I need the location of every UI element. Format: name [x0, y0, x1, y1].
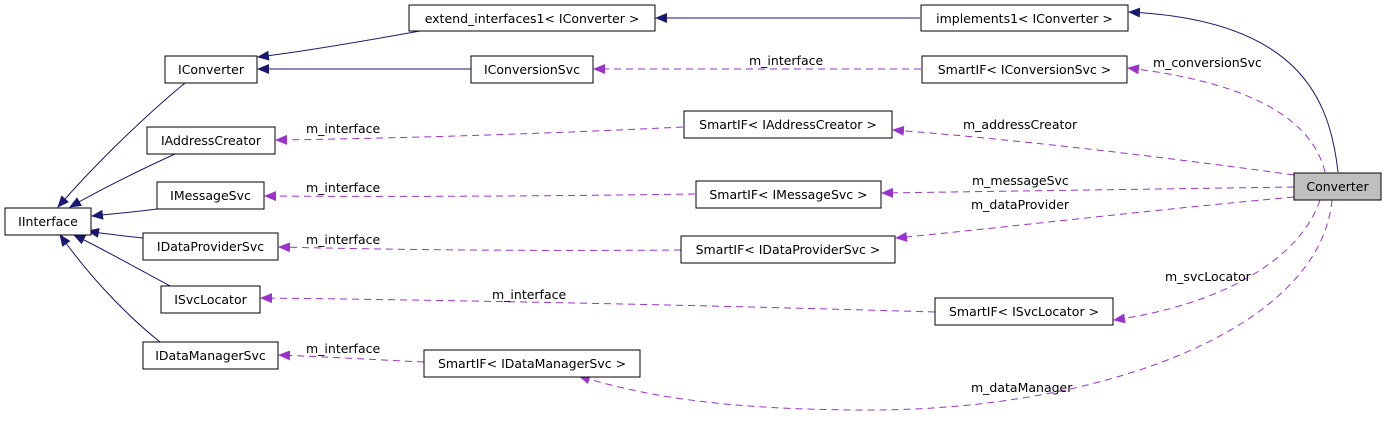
- edge-iconverter-to-iinterface: [57, 82, 186, 208]
- label-m-conversionsvc: m_conversionSvc: [1153, 55, 1262, 70]
- label-m-interface-address: m_interface: [306, 121, 380, 136]
- edge-extend-interfaces1-to-iconverter: [257, 30, 421, 61]
- edge-idatamanagersvc-to-iinterface: [59, 234, 161, 343]
- label-m-interface-manager: m_interface: [306, 341, 380, 356]
- edge-messagesvc-interface: [264, 191, 696, 202]
- node-smartif-datamanagersvc-label: SmartIF< IDataManagerSvc >: [438, 356, 626, 371]
- node-imessagesvc[interactable]: IMessageSvc: [156, 181, 265, 210]
- node-iaddresscreator-label: IAddressCreator: [161, 133, 262, 148]
- edge-datamanager-interface: [278, 350, 425, 363]
- node-smartif-svclocator[interactable]: SmartIF< ISvcLocator >: [934, 297, 1114, 326]
- nodes: Converter implements1< IConverter > exte…: [4, 4, 1382, 378]
- edge-converter-messagesvc: [881, 186, 1295, 198]
- edge-dataprovider-interface: [278, 242, 682, 253]
- node-smartif-dataprovidersvc[interactable]: SmartIF< IDataProviderSvc >: [680, 235, 896, 264]
- edge-converter-conversionsvc: [1127, 64, 1326, 173]
- node-imessagesvc-label: IMessageSvc: [170, 188, 251, 203]
- node-isvclocator[interactable]: ISvcLocator: [160, 285, 261, 314]
- edge-addresscreator-interface: [275, 126, 684, 145]
- edge-isvclocator-to-iinterface: [73, 234, 173, 288]
- node-smartif-addresscreator-label: SmartIF< IAddressCreator >: [699, 117, 877, 132]
- node-smartif-datamanagersvc[interactable]: SmartIF< IDataManagerSvc >: [423, 349, 641, 378]
- node-smartif-conversionsvc[interactable]: SmartIF< IConversionSvc >: [921, 55, 1128, 84]
- edge-converter-dataprovider: [895, 196, 1295, 242]
- edge-converter-svclocator: [1113, 199, 1321, 324]
- edge-labels: m_interface m_conversionSvc m_interface …: [306, 53, 1262, 395]
- node-iinterface-label: IInterface: [18, 214, 78, 229]
- edge-imessagesvc-to-iinterface: [91, 208, 158, 220]
- node-converter[interactable]: Converter: [1293, 172, 1382, 201]
- edge-converter-addresscreator: [892, 125, 1295, 176]
- node-idataprovidersvc[interactable]: IDataProviderSvc: [142, 232, 279, 261]
- node-extend-interfaces1[interactable]: extend_interfaces1< IConverter >: [408, 4, 656, 32]
- edge-converter-to-implements1: [1128, 7, 1339, 173]
- label-m-interface-conversion: m_interface: [749, 53, 823, 68]
- edge-iaddresscreator-to-iinterface: [69, 153, 176, 208]
- node-idataprovidersvc-label: IDataProviderSvc: [157, 239, 264, 254]
- node-iconverter[interactable]: IConverter: [164, 55, 258, 84]
- node-iconverter-label: IConverter: [178, 62, 245, 77]
- label-m-interface-locator: m_interface: [492, 287, 566, 302]
- node-idatamanagersvc[interactable]: IDataManagerSvc: [142, 341, 279, 370]
- edge-converter-datamanager: [578, 199, 1333, 411]
- node-smartif-addresscreator[interactable]: SmartIF< IAddressCreator >: [683, 110, 893, 139]
- node-smartif-svclocator-label: SmartIF< ISvcLocator >: [949, 304, 1099, 319]
- label-m-messagesvc: m_messageSvc: [972, 173, 1069, 188]
- edge-idataprovidersvc-to-iinterface: [87, 227, 144, 239]
- node-iconversionsvc-label: IConversionSvc: [484, 62, 580, 77]
- node-implements1-label: implements1< IConverter >: [936, 11, 1113, 26]
- node-isvclocator-label: ISvcLocator: [174, 292, 247, 307]
- node-smartif-dataprovidersvc-label: SmartIF< IDataProviderSvc >: [696, 242, 881, 257]
- edge-svclocator-interface: [260, 293, 936, 313]
- node-extend-interfaces1-label: extend_interfaces1< IConverter >: [425, 11, 640, 26]
- node-smartif-messagesvc[interactable]: SmartIF< IMessageSvc >: [695, 180, 882, 209]
- node-converter-label: Converter: [1306, 179, 1369, 194]
- node-idatamanagersvc-label: IDataManagerSvc: [155, 348, 266, 363]
- node-implements1[interactable]: implements1< IConverter >: [920, 4, 1129, 32]
- inheritance-edges: [57, 7, 1339, 343]
- label-m-datamanager: m_dataManager: [971, 380, 1073, 395]
- label-m-dataprovider: m_dataProvider: [971, 197, 1070, 212]
- usage-edges: [260, 64, 1333, 411]
- node-smartif-conversionsvc-label: SmartIF< IConversionSvc >: [938, 62, 1112, 77]
- node-iconversionsvc[interactable]: IConversionSvc: [470, 55, 594, 84]
- label-m-interface-message: m_interface: [306, 180, 380, 195]
- label-m-interface-provider: m_interface: [306, 232, 380, 247]
- label-m-svclocator: m_svcLocator: [1165, 269, 1252, 284]
- node-iaddresscreator[interactable]: IAddressCreator: [146, 126, 276, 155]
- node-iinterface[interactable]: IInterface: [4, 207, 92, 236]
- label-m-addresscreator: m_addressCreator: [963, 117, 1078, 132]
- node-smartif-messagesvc-label: SmartIF< IMessageSvc >: [709, 187, 867, 202]
